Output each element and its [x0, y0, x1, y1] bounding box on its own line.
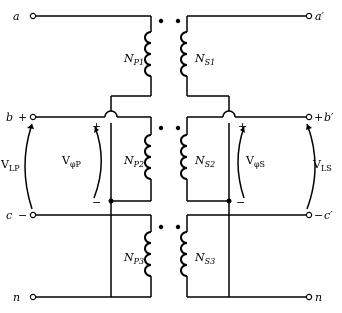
polarity-dot	[158, 125, 164, 131]
label-b-sign: +	[18, 111, 27, 124]
terminal-b	[29, 113, 37, 121]
terminal-a	[29, 12, 37, 20]
coil-p1	[144, 31, 152, 77]
arrow-v-phis	[237, 126, 245, 199]
label-c: c	[6, 209, 12, 222]
phase-primary-minus: −	[92, 196, 101, 209]
terminal-c2	[305, 211, 313, 219]
winding-label-ns1: NS1	[194, 52, 215, 67]
polarity-dot	[175, 18, 181, 24]
arrowhead	[306, 124, 312, 130]
phase-primary-plus: +	[92, 120, 101, 133]
terminal-c	[29, 211, 37, 219]
arrow-v-lp	[24, 123, 33, 210]
winding-label-ns3: NS3	[194, 251, 215, 266]
junction-dot	[108, 198, 114, 204]
terminal-n	[29, 293, 37, 301]
winding-label-np3: NP3	[123, 251, 144, 266]
label-c2: c′	[324, 209, 333, 222]
winding-label-np2: NP2	[123, 154, 144, 169]
winding-label-np1: NP1	[123, 52, 144, 67]
label-n: n	[13, 291, 20, 304]
arrow-v-phip	[93, 126, 102, 199]
winding-label-ns2: NS2	[194, 154, 215, 169]
label-b2: b′	[324, 111, 334, 124]
coil-p2	[144, 134, 152, 180]
voltage-label-vphip: VφP	[61, 154, 82, 169]
voltage-label-vls: VLS	[312, 158, 332, 173]
coil-s3	[180, 231, 188, 277]
label-a2: a′	[315, 10, 325, 23]
arrow-v-ls	[306, 123, 316, 210]
polarity-dot	[158, 18, 164, 24]
polarity-dot	[175, 224, 181, 230]
terminal-b2	[305, 113, 313, 121]
arrowhead	[27, 124, 34, 129]
wire-b-hop	[104, 110, 118, 118]
terminal-a2	[305, 12, 313, 20]
polarity-dot	[175, 125, 181, 131]
label-b2-sign: +	[314, 111, 323, 124]
label-n2: n	[315, 291, 322, 304]
arrowhead	[240, 127, 245, 133]
polarity-dot	[158, 224, 164, 230]
label-b: b	[6, 111, 13, 124]
phase-secondary-minus: −	[236, 196, 245, 209]
voltage-label-vphis: VφS	[245, 154, 265, 169]
voltage-label-vlp: VLP	[0, 158, 20, 173]
arrowhead	[94, 127, 99, 133]
label-a: a	[13, 10, 20, 23]
label-c2-sign: −	[314, 209, 323, 222]
junction-dot	[226, 198, 232, 204]
phase-secondary-plus: +	[238, 120, 247, 133]
wire-b2-hop	[222, 110, 236, 118]
coil-p3	[144, 231, 152, 277]
terminal-n2	[305, 293, 313, 301]
label-c-sign: −	[18, 209, 27, 222]
coil-s1	[180, 31, 188, 77]
coil-s2	[180, 134, 188, 180]
